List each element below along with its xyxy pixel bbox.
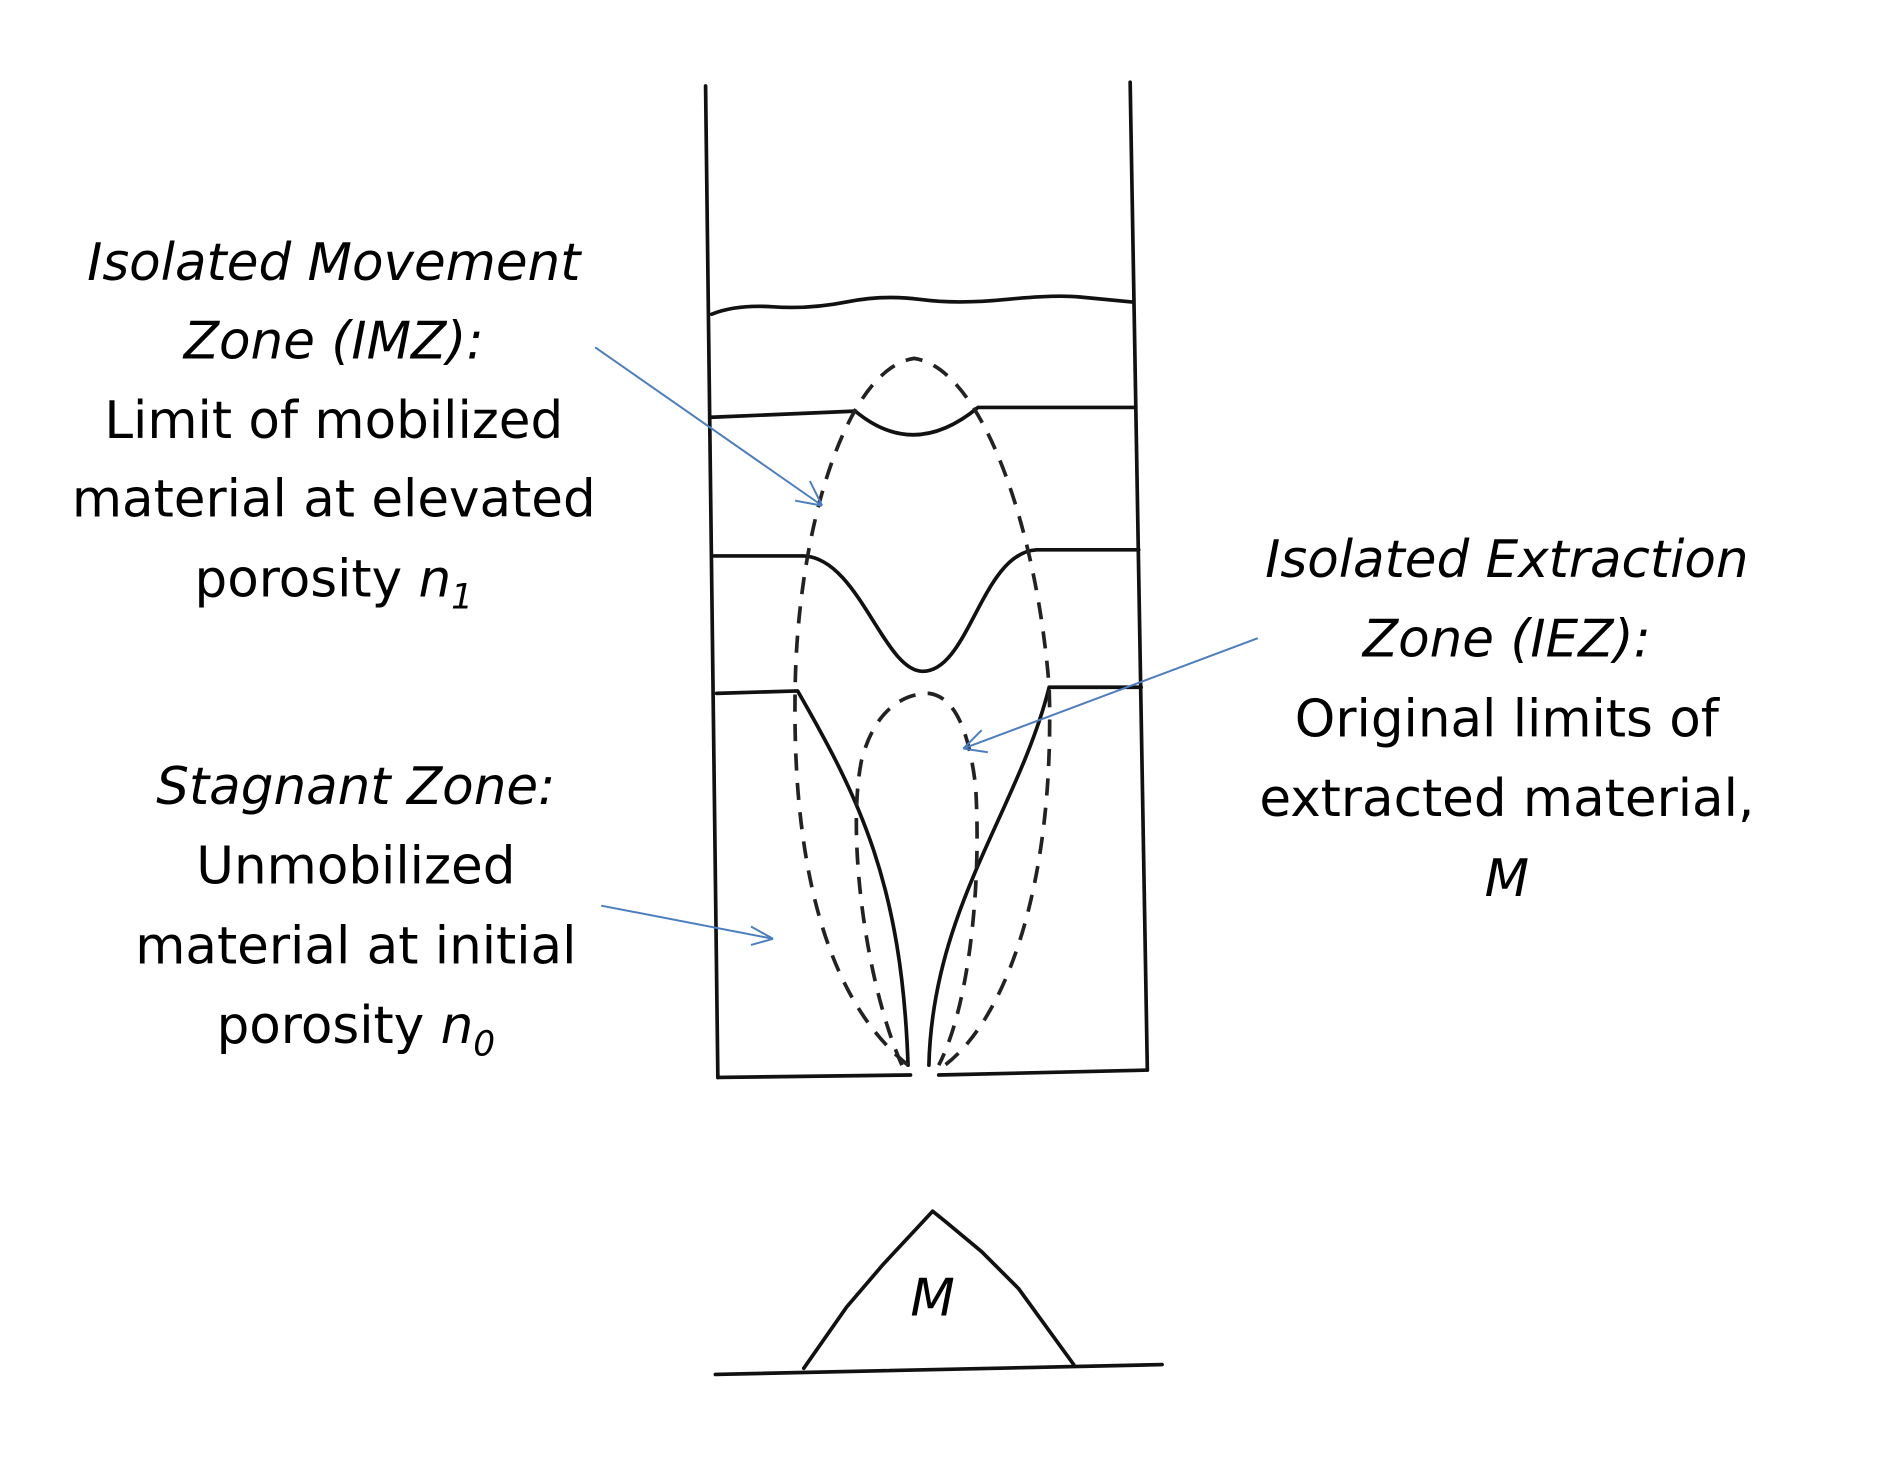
imz-arrow (594, 346, 824, 507)
left-wall (703, 84, 720, 1080)
top-surface (709, 294, 1134, 317)
iez-label: Isolated Extraction Zone (IEZ): Original… (1259, 530, 1754, 909)
layer-line-3-right (927, 685, 1144, 1068)
imz-boundary (793, 356, 1052, 1067)
layer-line-3-left (714, 689, 910, 1068)
pile-outline (801, 1209, 1076, 1371)
imz-line3: Limit of mobilized (104, 391, 563, 451)
layer-lines (709, 294, 1144, 1068)
pile-label: M (910, 1269, 954, 1329)
imz-line5: porosity n1 (195, 549, 474, 617)
floor-right (936, 1068, 1150, 1077)
extracted-pile: M (713, 1209, 1164, 1377)
imz-title-line1: Isolated Movement (87, 233, 582, 293)
right-wall (1128, 80, 1150, 1072)
silo-container (703, 80, 1150, 1080)
stagnant-arrow (601, 904, 774, 946)
layer-line-1 (709, 405, 1137, 437)
layer-line-2 (712, 547, 1141, 674)
iez-line4: extracted material, (1259, 769, 1754, 829)
stagnant-label: Stagnant Zone: Unmobilized material at i… (135, 757, 576, 1065)
iez-title-line1: Isolated Extraction (1265, 530, 1748, 590)
arrows (594, 346, 1259, 946)
stagnant-line3: material at initial (135, 916, 576, 976)
iez-line5: M (1485, 849, 1529, 909)
stagnant-line4: porosity n0 (217, 996, 496, 1064)
iez-line3: Original limits of (1295, 689, 1721, 749)
iez-title-line2: Zone (IEZ): (1361, 610, 1651, 670)
iez-arrow (962, 637, 1259, 754)
imz-label: Isolated Movement Zone (IMZ): Limit of m… (72, 233, 596, 618)
iez-boundary (854, 691, 979, 1067)
stagnant-line2: Unmobilized (196, 837, 515, 897)
imz-line4: material at elevated (72, 470, 596, 530)
imz-title-line2: Zone (IMZ): (182, 311, 484, 371)
stagnant-title: Stagnant Zone: (156, 757, 555, 817)
floor-left (716, 1073, 913, 1080)
ground-line (713, 1362, 1164, 1377)
